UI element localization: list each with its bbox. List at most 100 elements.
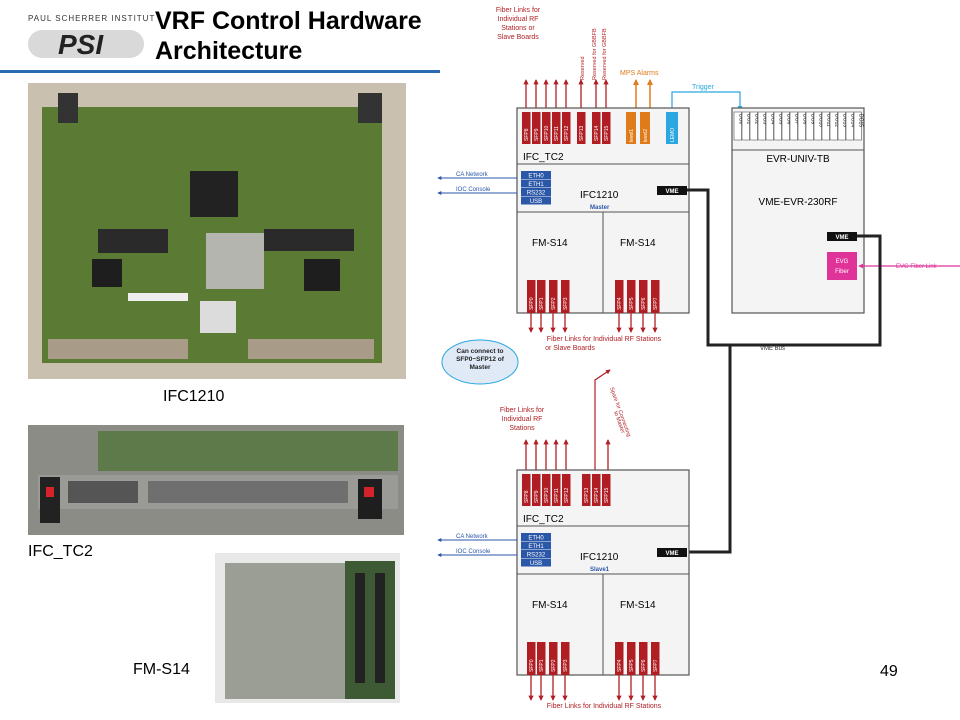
sfp-tc2-slave-text-0: SFP8 — [524, 490, 530, 503]
do-port-15 — [853, 111, 862, 141]
master-label: Master — [590, 205, 610, 211]
sfp-tc2-master-text-0: SFP8 — [524, 128, 530, 141]
eth-slave-text-0: ETH0 — [528, 536, 544, 542]
logo-text: PAUL SCHERRER INSTITUT — [28, 14, 156, 23]
sfp-fm-master-text-7: SFP7 — [653, 297, 659, 310]
fm-s14-label-master-1: FM-S14 — [532, 238, 568, 249]
evg-fiber-port — [827, 252, 857, 280]
do-port-1 — [741, 111, 750, 141]
psi-logo-icon: PSI — [28, 29, 144, 60]
do-text-6: DO6 — [786, 114, 792, 125]
eth-slave-port-1 — [521, 541, 551, 550]
eth-slave-port-3 — [521, 558, 551, 567]
sfp-fm-master-port-5 — [627, 280, 636, 313]
sfp-fm-slave-text-7: SFP7 — [653, 659, 659, 672]
sfp-fm-slave-text-5: SFP5 — [629, 659, 635, 672]
do-text-11: DO11 — [826, 114, 832, 127]
vme-bus-label: VME Bus — [760, 346, 785, 352]
sfp-tc2-master-port-5 — [577, 112, 586, 144]
sfp-fm-slave-text-6: SFP6 — [641, 659, 647, 672]
lemo-text: LEMO — [670, 128, 676, 142]
do-text-12: DO12 — [834, 114, 840, 127]
do-port-14 — [845, 111, 854, 141]
do-text-2: DO2 — [754, 114, 760, 125]
vme-evr-label: VME-EVR-230RF — [759, 197, 838, 208]
fm-s14-label-slave-2: FM-S14 — [620, 600, 656, 611]
fm-s14-label-slave-1: FM-S14 — [532, 600, 568, 611]
sfp-fm-slave-port-7 — [651, 642, 660, 675]
sfp-fm-master-text-5: SFP5 — [629, 297, 635, 310]
eth-slave-text-1: ETH1 — [528, 544, 544, 550]
sfp-fm-master-port-0 — [527, 280, 536, 313]
vme-tag-slave — [657, 548, 687, 557]
do-port-5 — [773, 111, 782, 141]
sfp-fm-slave-port-3 — [561, 642, 570, 675]
sfp-fm-master-text-0: SFP0 — [529, 297, 535, 310]
sfp-tc2-master-port-7 — [602, 112, 611, 144]
evg-fiber-link-label: EVG Fiber Link — [896, 264, 938, 270]
vme-tag-evr — [827, 232, 857, 241]
reserved-gbbfb-label-1: Reserved for GBBFB — [592, 28, 598, 80]
do-port-9 — [805, 111, 814, 141]
do-text-9: DO9 — [810, 114, 816, 125]
sfp-tc2-slave-port-1 — [532, 474, 541, 506]
ifc1210-label-slave: IFC1210 — [580, 552, 619, 563]
fm-s14-photo — [215, 553, 400, 703]
do-text-4: DO4 — [770, 114, 776, 125]
sfp-fm-slave-text-3: SFP3 — [563, 659, 569, 672]
do-port-4 — [765, 111, 774, 141]
do-text-5: DO5 — [778, 114, 784, 125]
sfp-fm-slave-text-1: SFP1 — [539, 659, 545, 672]
spare-arrow — [594, 369, 611, 470]
sfp-fm-master-text-3: SFP3 — [563, 297, 569, 310]
sfp-tc2-master-text-6: SFP14 — [594, 125, 600, 141]
ca-network-label-master: CA Network — [456, 172, 489, 178]
caption-fm-s14: FM-S14 — [133, 661, 190, 678]
do-text-1: DO1 — [746, 114, 752, 125]
sfp-fm-slave-text-0: SFP0 — [529, 659, 535, 672]
top-fiber-arrows — [523, 79, 609, 115]
sfp-fm-master-text-2: SFP2 — [551, 297, 557, 310]
vme-text-evr: VME — [835, 235, 848, 241]
do-port-11 — [821, 111, 830, 141]
fm-s14-label-master-2: FM-S14 — [620, 238, 656, 249]
logo-mark: PSI — [58, 29, 104, 60]
do-port-7 — [789, 111, 798, 141]
eth-master-text-2: RS232 — [527, 191, 546, 197]
vme-text-master: VME — [665, 189, 678, 195]
sfp-fm-slave-port-4 — [615, 642, 624, 675]
sfp-fm-master-text-1: SFP1 — [539, 297, 545, 310]
do-port-10 — [813, 111, 822, 141]
sfp-tc2-slave-text-7: SFP15 — [604, 487, 610, 503]
vme-tag-master — [657, 186, 687, 195]
sfp-tc2-master-port-0 — [522, 112, 531, 144]
ca-network-label-slave: CA Network — [456, 534, 489, 540]
trigger-label: Trigger — [692, 84, 715, 91]
sfp-fm-master-port-1 — [537, 280, 546, 313]
vme-bus-line — [687, 188, 882, 347]
sfp-tc2-slave-port-0 — [522, 474, 531, 506]
level1-text: level1 — [629, 129, 635, 142]
title-line1: VRF Control Hardware — [155, 7, 422, 35]
sfp-fm-slave-text-4: SFP4 — [617, 659, 623, 672]
sfp-tc2-slave-text-4: SFP12 — [564, 487, 570, 503]
reserved-gbbfb-label-2: Reserved for GBBFB — [602, 28, 608, 80]
mps-alarms-label: MPS Alarms — [620, 70, 659, 77]
do-port-8 — [797, 111, 806, 141]
do-port-3 — [757, 111, 766, 141]
do-port-6 — [781, 111, 790, 141]
slave-fiber-arrows — [523, 439, 611, 477]
sfp-tc2-slave-text-2: SFP10 — [544, 487, 550, 503]
eth-master-port-2 — [521, 188, 551, 196]
level1-port — [626, 112, 636, 144]
do-text-15: DO15 — [858, 114, 864, 127]
reserved-label: Reserved — [580, 56, 586, 80]
page-title: VRF Control Hardware Architecture — [155, 6, 475, 66]
sfp-fm-master-text-4: SFP4 — [617, 297, 623, 310]
